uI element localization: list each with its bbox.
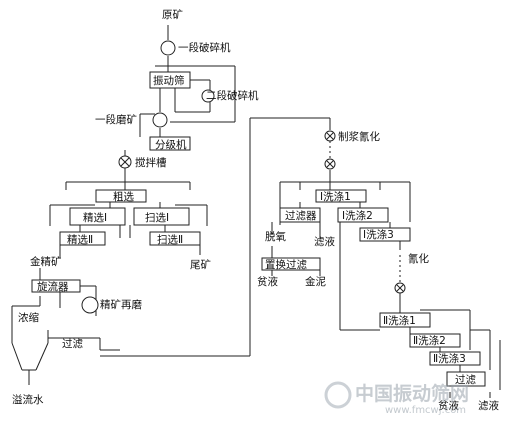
label-wash-ii1: Ⅱ洗涤1: [383, 314, 416, 327]
mixer-symbols: [118, 130, 406, 294]
crusher1-symbol: [160, 40, 176, 56]
label-agitator: 搅拌槽: [135, 156, 167, 169]
label-mill1: 一段磨矿: [95, 113, 137, 126]
label-classifier: 分级机: [155, 138, 187, 151]
replace-filter-box: [261, 257, 321, 271]
watermark: 中国振动筛网 www.fmcwj.com: [324, 381, 469, 416]
label-filter-cake: 滤液: [478, 399, 499, 412]
label-rough: 粗选: [113, 190, 134, 203]
watermark-text: 中国振动筛网: [355, 382, 469, 405]
regrind-symbol: [81, 296, 99, 314]
label-clean1: 精选Ⅰ: [83, 211, 107, 224]
label-wash3: Ⅰ洗涤3: [363, 228, 394, 241]
clean1-box: [69, 207, 126, 226]
label-wash-ii2: Ⅱ洗涤2: [413, 334, 446, 347]
filter-device-box: [279, 207, 321, 223]
label-wash2: Ⅰ洗涤2: [342, 209, 373, 222]
label-poor-solution: 贫液: [257, 275, 278, 288]
label-filter-device: 过滤器: [285, 209, 317, 222]
flow-lines: [11, 25, 501, 398]
scav2-box: [149, 231, 201, 246]
crusher2-symbol: [201, 89, 215, 103]
label-cyclone: 旋流器: [37, 280, 69, 293]
label-screen: 振动筛: [153, 74, 185, 87]
label-gold-mud: 金泥: [305, 275, 326, 288]
classifier-box: [149, 136, 191, 151]
label-scav1: 扫选Ⅰ: [145, 211, 169, 224]
scav1-box: [133, 207, 190, 226]
label-filter-left: 过滤: [62, 337, 83, 350]
node-labels: 原矿 一段破碎机 振动筛 二段破碎机 一段磨矿 分级机 搅拌槽 粗选 精选Ⅰ 扫…: [12, 8, 499, 412]
filter-right-box: [446, 371, 486, 387]
label-regrind: 精矿再磨: [100, 298, 142, 311]
label-cyanide: 氰化: [408, 252, 429, 265]
label-deoxy: 脱氧: [265, 230, 286, 243]
watermark-url: www.fmcwj.com: [385, 405, 466, 416]
label-poor-solution2: 贫液: [438, 399, 459, 412]
screen-box: [149, 71, 191, 89]
equipment-boxes: [31, 71, 486, 387]
label-ore: 原矿: [162, 8, 183, 21]
wash3-box: [359, 227, 411, 242]
label-tailings: 尾矿: [190, 258, 211, 271]
label-clean2: 精选Ⅱ: [67, 233, 93, 246]
rough-box: [95, 189, 147, 203]
label-wash-ii3: Ⅱ洗涤3: [433, 352, 466, 365]
label-crusher1: 一段破碎机: [178, 41, 231, 54]
wash1-box: [315, 189, 367, 203]
equipment-circles: [81, 40, 215, 314]
label-slurry-cyan: 制浆氰化: [338, 130, 380, 143]
label-gold-conc: 金精矿: [30, 255, 62, 268]
watermark-logo-icon: [324, 381, 352, 409]
label-filter-right: 过滤: [455, 373, 476, 386]
label-wash1: Ⅰ洗涤1: [320, 190, 351, 203]
wash-ii3-box: [429, 351, 481, 366]
cyclone-box: [31, 279, 81, 293]
label-filtrate: 滤液: [314, 235, 335, 248]
label-crusher2: 二段破碎机: [206, 89, 259, 102]
mill1-symbol: [152, 112, 168, 128]
label-overflow-water: 溢流水: [12, 393, 44, 406]
wash-ii2-box: [409, 333, 461, 348]
wash2-box: [337, 207, 389, 223]
clean2-box: [59, 231, 106, 246]
label-thicken: 浓缩: [18, 311, 39, 324]
label-scav2: 扫选Ⅱ: [157, 233, 183, 246]
wash-ii1-box: [379, 312, 431, 328]
label-replace-filter: 置换过滤: [265, 258, 307, 271]
